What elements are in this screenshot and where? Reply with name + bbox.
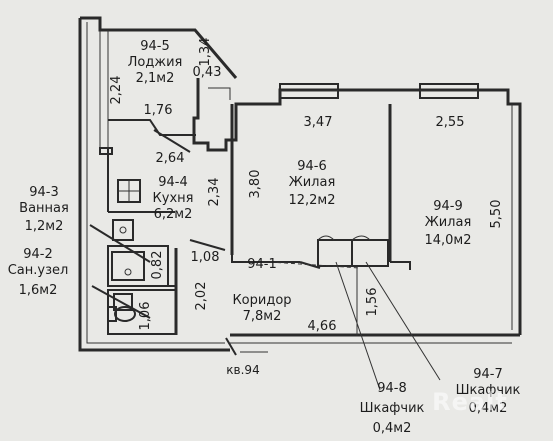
living1-number: 94-6 — [297, 159, 327, 174]
outer-wall-left-inner — [86, 22, 225, 344]
kitchen-number: 94-4 — [158, 175, 188, 190]
fixtures — [107, 179, 145, 322]
dim-2-24: 2,24 — [109, 76, 124, 105]
closet2-leader — [365, 261, 441, 381]
room-living-2: 94-9 Жилая 14,0м2 — [424, 199, 471, 248]
corridor-number: 94-1 — [247, 257, 277, 272]
dim-0-82: 0,82 — [150, 251, 165, 280]
corridor-kitchen-door — [189, 239, 226, 251]
closet2-number: 94-7 — [473, 367, 503, 382]
wc-name: Сан.узел — [8, 263, 69, 278]
living1-name: Жилая — [289, 175, 336, 190]
room-corridor: 94-1 Коридор 7,8м2 — [232, 257, 291, 324]
dim-1-06: 1,06 — [138, 302, 153, 331]
living2-bottom-wall — [390, 261, 411, 270]
bath-area: 1,2м2 — [25, 219, 64, 234]
bath-name: Ванная — [19, 201, 69, 216]
loggia-kitchen-wall — [108, 119, 196, 136]
wc-sink-icon — [113, 293, 133, 311]
living1-door-swing — [299, 261, 321, 269]
corridor-dim-line — [269, 261, 361, 269]
closet1-area: 0,4м2 — [373, 421, 412, 436]
dim-2-02: 2,02 — [194, 282, 209, 311]
kitchen-sink-icon — [112, 219, 134, 241]
dim-2-64: 2,64 — [156, 151, 185, 166]
loggia-name: Лоджия — [128, 55, 183, 70]
dim-1-56: 1,56 — [365, 288, 380, 317]
dim-2-34: 2,34 — [207, 178, 222, 207]
dim-1-76: 1,76 — [144, 103, 173, 118]
loggia-area: 2,1м2 — [136, 71, 175, 86]
corridor-area: 7,8м2 — [243, 309, 282, 324]
bathtub-drain-icon — [124, 268, 132, 276]
dim-0-43: 0,43 — [193, 65, 222, 80]
watermark-text: Realt — [432, 388, 508, 416]
dim-5-50: 5,50 — [489, 200, 504, 229]
room-wc: 94-2 Сан.узел 1,6м2 — [8, 247, 69, 298]
closet2-name: Шкафчик — [456, 383, 521, 398]
dim-3-47: 3,47 — [304, 115, 333, 130]
closet1-name: Шкафчик — [360, 401, 425, 416]
room-closet-1: 94-8 Шкафчик 0,4м2 — [360, 381, 425, 436]
wc-number: 94-2 — [23, 247, 53, 262]
apartment-label: кв.94 — [226, 363, 259, 377]
closet-94-8 — [317, 239, 353, 267]
kitchen-sink-drain-icon — [119, 226, 127, 234]
pillar-notch — [208, 87, 231, 100]
kitchen-area: 6,2м2 — [154, 207, 193, 222]
closet2-area: 0,4м2 — [469, 401, 508, 416]
loggia-number: 94-5 — [140, 39, 170, 54]
kitchen-wall-stub — [99, 147, 113, 155]
closet2-door-arc — [351, 235, 371, 241]
closet1-number: 94-8 — [377, 381, 407, 396]
living2-area: 14,0м2 — [424, 233, 471, 248]
outer-wall-left — [78, 18, 230, 352]
dim-4-66: 4,66 — [308, 319, 337, 334]
wc-door-diag — [91, 285, 151, 319]
room-living-1: 94-6 Жилая 12,2м2 — [288, 159, 335, 208]
kitchen-door-line — [153, 129, 191, 153]
closet1-leader — [335, 261, 381, 391]
dim-2-55: 2,55 — [436, 115, 465, 130]
dimensions: 1,34 0,43 2,24 1,76 2,64 2,34 3,80 3,47 … — [109, 38, 504, 334]
dim-1-34: 1,34 — [198, 38, 213, 67]
living1-area: 12,2м2 — [288, 193, 335, 208]
living2-name: Жилая — [425, 215, 472, 230]
walls — [78, 16, 522, 356]
dim-1-08: 1,08 — [191, 250, 220, 265]
bath-door-diag — [89, 224, 151, 263]
closet-94-7 — [351, 239, 389, 267]
toilet-bowl-icon — [114, 306, 136, 322]
room-closet-2: 94-7 Шкафчик 0,4м2 — [456, 367, 521, 416]
wc-area: 1,6м2 — [19, 283, 58, 298]
living2-number: 94-9 — [433, 199, 463, 214]
dim-3-80: 3,80 — [248, 170, 263, 199]
entry-door-swing — [225, 337, 237, 356]
bathtub-icon — [111, 251, 145, 281]
room-bath: 94-3 Ванная 1,2м2 — [19, 185, 69, 234]
closet1-door-arc — [317, 235, 335, 241]
bath-number: 94-3 — [29, 185, 59, 200]
kitchen-name: Кухня — [153, 191, 194, 206]
corridor-name: Коридор — [232, 293, 291, 308]
room-loggia: 94-5 Лоджия 2,1м2 — [128, 39, 183, 86]
room-kitchen: 94-4 Кухня 6,2м2 — [153, 175, 194, 222]
